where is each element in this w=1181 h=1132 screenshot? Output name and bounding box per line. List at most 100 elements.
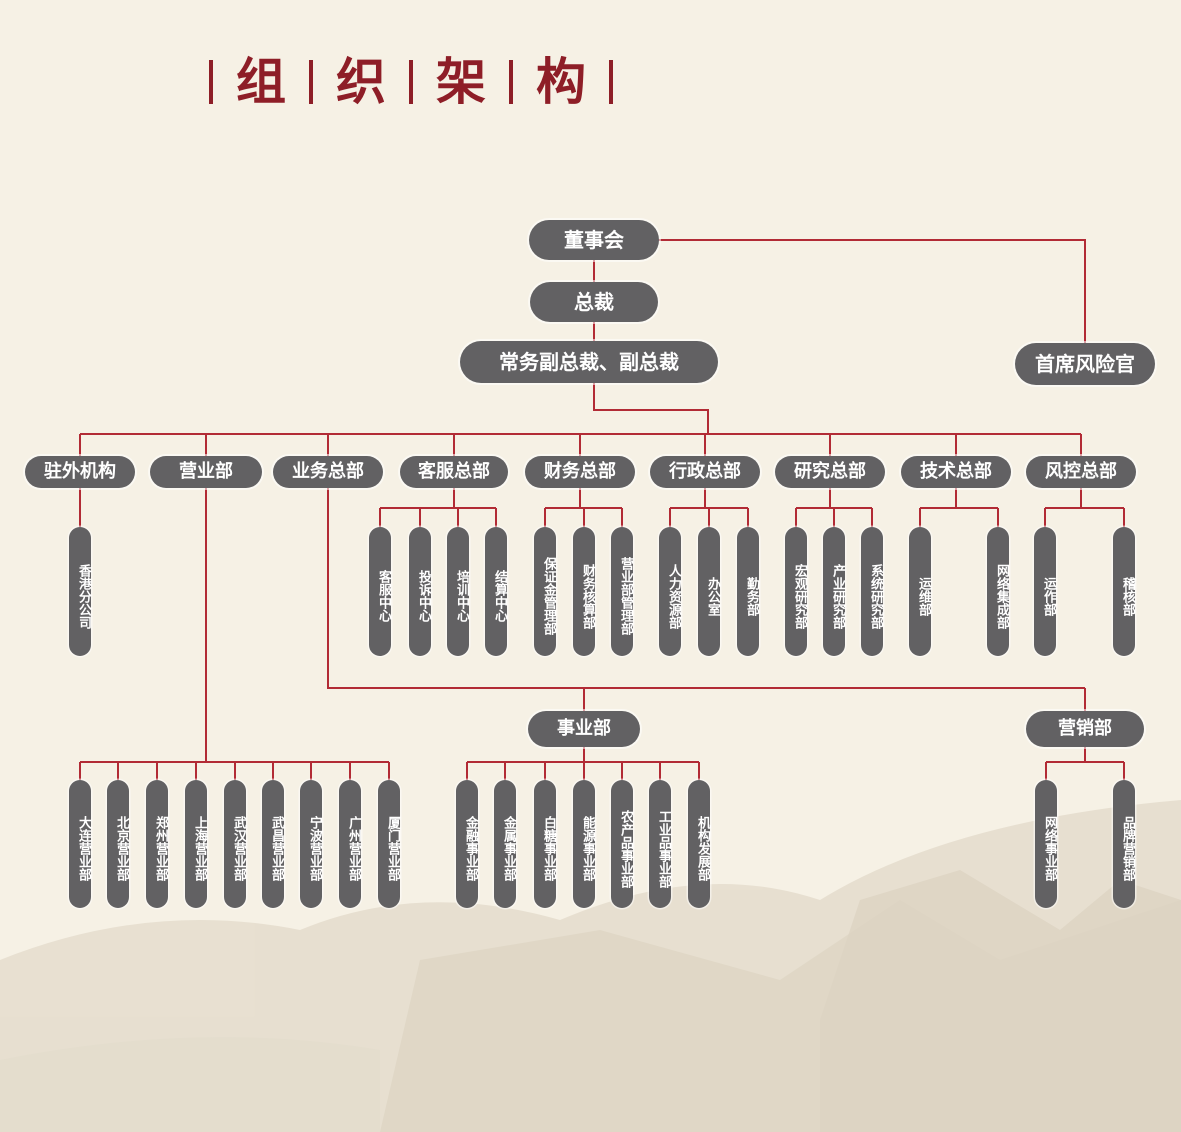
vp-node: 常务副总裁、副总裁 — [460, 341, 718, 383]
dept-node: 稽核部 — [1113, 527, 1135, 656]
branch-node-label: 上海营业部 — [192, 816, 207, 881]
dept-node-label: 保证金管理部 — [541, 557, 556, 635]
dept-node: 办公室 — [698, 527, 720, 656]
dept-node-label: 营业部管理部 — [618, 557, 633, 635]
hq-node: 财务总部 — [525, 456, 635, 488]
dept-node: 香港分公司 — [69, 527, 91, 656]
title-divider — [509, 60, 513, 104]
shiye-dept-node: 白糖事业部 — [534, 780, 556, 908]
cro-node: 首席风险官 — [1015, 343, 1155, 385]
hq-node: 行政总部 — [650, 456, 760, 488]
board-to-cro-line — [594, 239, 1086, 345]
shiye-dept-node: 工业品事业部 — [649, 780, 671, 908]
hq-node: 风控总部 — [1026, 456, 1136, 488]
hq-node: 营业部 — [150, 456, 262, 488]
title-char: 构 — [536, 52, 586, 111]
yingxiao-dept-node: 品牌营销部 — [1113, 780, 1135, 908]
title-divider — [309, 60, 313, 104]
dept-node: 培训中心 — [447, 527, 469, 656]
dept-node: 客服中心 — [369, 527, 391, 656]
branch-node-label: 武汉营业部 — [231, 816, 246, 881]
dept-node-label: 宏观研究部 — [792, 563, 807, 629]
dept-node: 结算中心 — [485, 527, 507, 656]
hq-node: 技术总部 — [901, 456, 1011, 488]
dept-node-label: 培训中心 — [454, 570, 469, 622]
branch-node: 武昌营业部 — [262, 780, 284, 908]
shiye-dept-node: 机构发展部 — [688, 780, 710, 908]
dept-node: 网络集成部 — [987, 527, 1009, 656]
shiye-dept-node: 金融事业部 — [456, 780, 478, 908]
shiye-dept-node-label: 白糖事业部 — [541, 816, 556, 881]
dept-node-label: 稽核部 — [1120, 576, 1135, 616]
branch-node-label: 郑州营业部 — [153, 816, 168, 881]
dept-node: 人力资源部 — [659, 527, 681, 656]
president-node: 总裁 — [530, 282, 658, 322]
branch-node: 厦门营业部 — [378, 780, 400, 908]
page-title: 组 织 架 构 — [186, 52, 636, 112]
shiye-dept-node-label: 工业品事业部 — [656, 809, 671, 888]
branch-node: 广州营业部 — [339, 780, 361, 908]
dept-node-label: 运作部 — [1041, 576, 1056, 616]
title-divider — [409, 60, 413, 104]
dept-node-label: 人力资源部 — [666, 563, 681, 629]
title-char: 组 — [236, 52, 286, 111]
dept-node-label: 客服中心 — [376, 570, 391, 622]
dept-node: 运作部 — [1034, 527, 1056, 656]
dept-node: 勤务部 — [737, 527, 759, 656]
hq-node: 客服总部 — [400, 456, 508, 488]
background-landscape-painting — [0, 800, 1181, 1132]
dept-node-label: 勤务部 — [744, 576, 759, 616]
dept-node: 产业研究部 — [823, 527, 845, 656]
shiye-dept-node-label: 机构发展部 — [695, 816, 710, 881]
branch-node-label: 厦门营业部 — [385, 816, 400, 881]
title-divider — [209, 60, 213, 104]
yingxiao-node: 营销部 — [1026, 711, 1144, 747]
shiye-dept-node-label: 农产品事业部 — [618, 809, 633, 888]
yingxiao-dept-node: 网络事业部 — [1035, 780, 1057, 908]
shiye-dept-node: 金属事业部 — [494, 780, 516, 908]
dept-node: 运维部 — [909, 527, 931, 656]
vp-to-bus-line — [593, 382, 709, 434]
shiye-dept-node: 农产品事业部 — [611, 780, 633, 908]
branch-node: 上海营业部 — [185, 780, 207, 908]
dept-node-label: 办公室 — [705, 576, 720, 616]
hq-node: 业务总部 — [273, 456, 383, 488]
title-char: 架 — [436, 52, 486, 111]
branch-node-label: 大连营业部 — [76, 816, 91, 881]
branch-node-label: 北京营业部 — [114, 816, 129, 881]
yingxiao-dept-node-label: 品牌营销部 — [1120, 816, 1135, 881]
branch-node: 宁波营业部 — [300, 780, 322, 908]
dept-node-label: 运维部 — [916, 576, 931, 616]
dept-node: 保证金管理部 — [534, 527, 556, 656]
board-node: 董事会 — [529, 220, 659, 260]
dept-node-label: 系统研究部 — [868, 563, 883, 629]
shiye-node: 事业部 — [528, 711, 640, 747]
shiye-dept-node: 能源事业部 — [573, 780, 595, 908]
branch-node-label: 宁波营业部 — [307, 816, 322, 881]
branch-node: 大连营业部 — [69, 780, 91, 908]
dept-node-label: 财务核算部 — [580, 563, 595, 629]
shiye-dept-node-label: 能源事业部 — [580, 816, 595, 881]
dept-node-label: 结算中心 — [492, 570, 507, 622]
branch-node-label: 广州营业部 — [346, 816, 361, 881]
business-bus-line — [327, 488, 1085, 689]
dept-node-label: 投诉中心 — [416, 570, 431, 622]
hq-node: 驻外机构 — [25, 456, 135, 488]
dept-node-label: 香港分公司 — [76, 563, 91, 629]
yingxiao-dept-node-label: 网络事业部 — [1042, 816, 1057, 881]
connector-lines — [79, 239, 1125, 780]
dept-node-label: 产业研究部 — [830, 563, 845, 629]
branch-node-label: 武昌营业部 — [269, 816, 284, 881]
branch-node: 武汉营业部 — [224, 780, 246, 908]
shiye-dept-node-label: 金属事业部 — [501, 816, 516, 881]
title-divider — [609, 60, 613, 104]
dept-node: 系统研究部 — [861, 527, 883, 656]
shiye-dept-node-label: 金融事业部 — [463, 816, 478, 881]
branch-node: 北京营业部 — [107, 780, 129, 908]
hq-node: 研究总部 — [775, 456, 885, 488]
branch-node: 郑州营业部 — [146, 780, 168, 908]
dept-node: 宏观研究部 — [785, 527, 807, 656]
dept-node: 财务核算部 — [573, 527, 595, 656]
title-char: 织 — [336, 52, 386, 111]
